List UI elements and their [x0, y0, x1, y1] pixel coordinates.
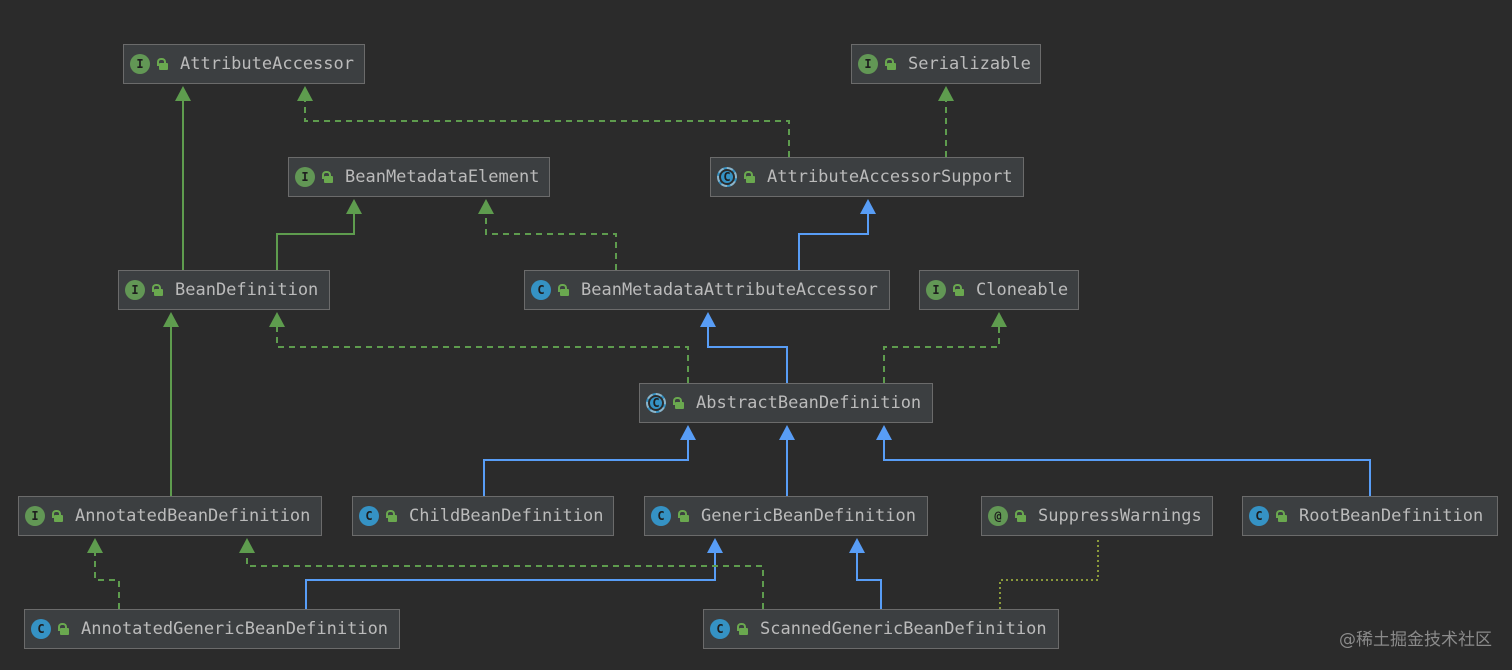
class-icon: C [651, 506, 671, 526]
node-label: AbstractBeanDefinition [696, 393, 922, 413]
node-label: SuppressWarnings [1038, 506, 1202, 526]
node-Serializable[interactable]: I Serializable [851, 44, 1041, 84]
edge-ScannedGenericBeanDefinition-to-SuppressWarnings [999, 538, 1099, 609]
arrowhead-AnnotatedGenericBeanDefinition-to-GenericBeanDefinition [707, 538, 723, 553]
node-Cloneable[interactable]: I Cloneable [919, 270, 1079, 310]
arrowhead-BeanMetadataAttributeAccessor-to-BeanMetadataElement [478, 199, 494, 214]
public-visibility-icon [156, 57, 170, 71]
public-visibility-icon [743, 170, 757, 184]
public-visibility-icon [321, 170, 335, 184]
node-label: AttributeAccessor [180, 54, 354, 74]
node-RootBeanDefinition[interactable]: C RootBeanDefinition [1242, 496, 1498, 536]
public-visibility-icon [57, 622, 71, 636]
node-AbstractBeanDefinition[interactable]: C AbstractBeanDefinition [639, 383, 933, 423]
public-visibility-icon [557, 283, 571, 297]
node-label: ChildBeanDefinition [409, 506, 604, 526]
edge-AnnotatedGenericBeanDefinition-to-GenericBeanDefinition [305, 552, 716, 609]
edge-BeanDefinition-to-BeanMetadataElement [276, 213, 355, 270]
node-BeanMetadataElement[interactable]: I BeanMetadataElement [288, 157, 550, 197]
public-visibility-icon [672, 396, 686, 410]
edge-ScannedGenericBeanDefinition-to-GenericBeanDefinition [856, 552, 882, 609]
node-label: Serializable [908, 54, 1031, 74]
node-label: ScannedGenericBeanDefinition [760, 619, 1047, 639]
arrowhead-ScannedGenericBeanDefinition-to-GenericBeanDefinition [849, 538, 865, 553]
watermark: @稀土掘金技术社区 [1339, 630, 1492, 650]
arrowhead-BeanDefinition-to-BeanMetadataElement [346, 199, 362, 214]
edge-AbstractBeanDefinition-to-BeanMetadataAttributeAccessor [707, 326, 788, 383]
public-visibility-icon [677, 509, 691, 523]
edge-ChildBeanDefinition-to-AbstractBeanDefinition [483, 439, 689, 496]
arrowhead-AnnotatedBeanDefinition-to-BeanDefinition [163, 312, 179, 327]
public-visibility-icon [1014, 509, 1028, 523]
node-AnnotatedGenericBeanDefinition[interactable]: C AnnotatedGenericBeanDefinition [24, 609, 400, 649]
node-ScannedGenericBeanDefinition[interactable]: C ScannedGenericBeanDefinition [703, 609, 1059, 649]
public-visibility-icon [736, 622, 750, 636]
edge-AnnotatedGenericBeanDefinition-to-AnnotatedBeanDefinition [94, 552, 120, 609]
edge-BeanMetadataAttributeAccessor-to-AttributeAccessorSupport [798, 213, 869, 270]
arrowhead-BeanDefinition-to-AttributeAccessor [175, 86, 191, 101]
class-icon: C [1249, 506, 1269, 526]
node-label: BeanDefinition [175, 280, 319, 300]
arrowhead-GenericBeanDefinition-to-AbstractBeanDefinition [779, 425, 795, 440]
node-label: BeanMetadataElement [345, 167, 540, 187]
class-icon: C [31, 619, 51, 639]
interface-icon: I [926, 280, 946, 300]
arrowhead-AttributeAccessorSupport-to-AttributeAccessor [297, 86, 313, 101]
node-label: AttributeAccessorSupport [767, 167, 1013, 187]
public-visibility-icon [1275, 509, 1289, 523]
arrowhead-ScannedGenericBeanDefinition-to-AnnotatedBeanDefinition [239, 538, 255, 553]
node-BeanDefinition[interactable]: I BeanDefinition [118, 270, 330, 310]
public-visibility-icon [884, 57, 898, 71]
abstract-class-icon: C [717, 167, 737, 187]
public-visibility-icon [385, 509, 399, 523]
interface-icon: I [25, 506, 45, 526]
edge-BeanMetadataAttributeAccessor-to-BeanMetadataElement [485, 213, 617, 270]
interface-icon: I [130, 54, 150, 74]
arrowhead-AbstractBeanDefinition-to-BeanMetadataAttributeAccessor [700, 312, 716, 327]
annotation-icon: @ [988, 506, 1008, 526]
arrowhead-BeanMetadataAttributeAccessor-to-AttributeAccessorSupport [860, 199, 876, 214]
interface-icon: I [858, 54, 878, 74]
node-label: AnnotatedGenericBeanDefinition [81, 619, 389, 639]
node-label: BeanMetadataAttributeAccessor [581, 280, 878, 300]
arrowhead-AttributeAccessorSupport-to-Serializable [938, 86, 954, 101]
node-BeanMetadataAttributeAccessor[interactable]: C BeanMetadataAttributeAccessor [524, 270, 890, 310]
edge-AbstractBeanDefinition-to-BeanDefinition [276, 326, 689, 383]
class-icon: C [359, 506, 379, 526]
node-AnnotatedBeanDefinition[interactable]: I AnnotatedBeanDefinition [18, 496, 322, 536]
node-label: Cloneable [976, 280, 1069, 300]
node-ChildBeanDefinition[interactable]: C ChildBeanDefinition [352, 496, 614, 536]
public-visibility-icon [952, 283, 966, 297]
class-icon: C [710, 619, 730, 639]
edge-ScannedGenericBeanDefinition-to-AnnotatedBeanDefinition [246, 552, 764, 609]
arrowhead-AbstractBeanDefinition-to-BeanDefinition [269, 312, 285, 327]
class-icon: C [531, 280, 551, 300]
public-visibility-icon [51, 509, 65, 523]
interface-icon: I [125, 280, 145, 300]
arrowhead-ChildBeanDefinition-to-AbstractBeanDefinition [680, 425, 696, 440]
edge-AttributeAccessorSupport-to-AttributeAccessor [304, 100, 790, 157]
node-label: AnnotatedBeanDefinition [75, 506, 311, 526]
node-AttributeAccessor[interactable]: I AttributeAccessor [123, 44, 365, 84]
node-label: GenericBeanDefinition [701, 506, 916, 526]
public-visibility-icon [151, 283, 165, 297]
arrowhead-AbstractBeanDefinition-to-Cloneable [991, 312, 1007, 327]
abstract-class-icon: C [646, 393, 666, 413]
node-SuppressWarnings[interactable]: @ SuppressWarnings [981, 496, 1213, 536]
interface-icon: I [295, 167, 315, 187]
arrowhead-RootBeanDefinition-to-AbstractBeanDefinition [876, 425, 892, 440]
edge-AbstractBeanDefinition-to-Cloneable [883, 326, 1000, 383]
arrowhead-AnnotatedGenericBeanDefinition-to-AnnotatedBeanDefinition [87, 538, 103, 553]
node-label: RootBeanDefinition [1299, 506, 1484, 526]
node-AttributeAccessorSupport[interactable]: C AttributeAccessorSupport [710, 157, 1024, 197]
edge-RootBeanDefinition-to-AbstractBeanDefinition [883, 439, 1371, 496]
node-GenericBeanDefinition[interactable]: C GenericBeanDefinition [644, 496, 928, 536]
